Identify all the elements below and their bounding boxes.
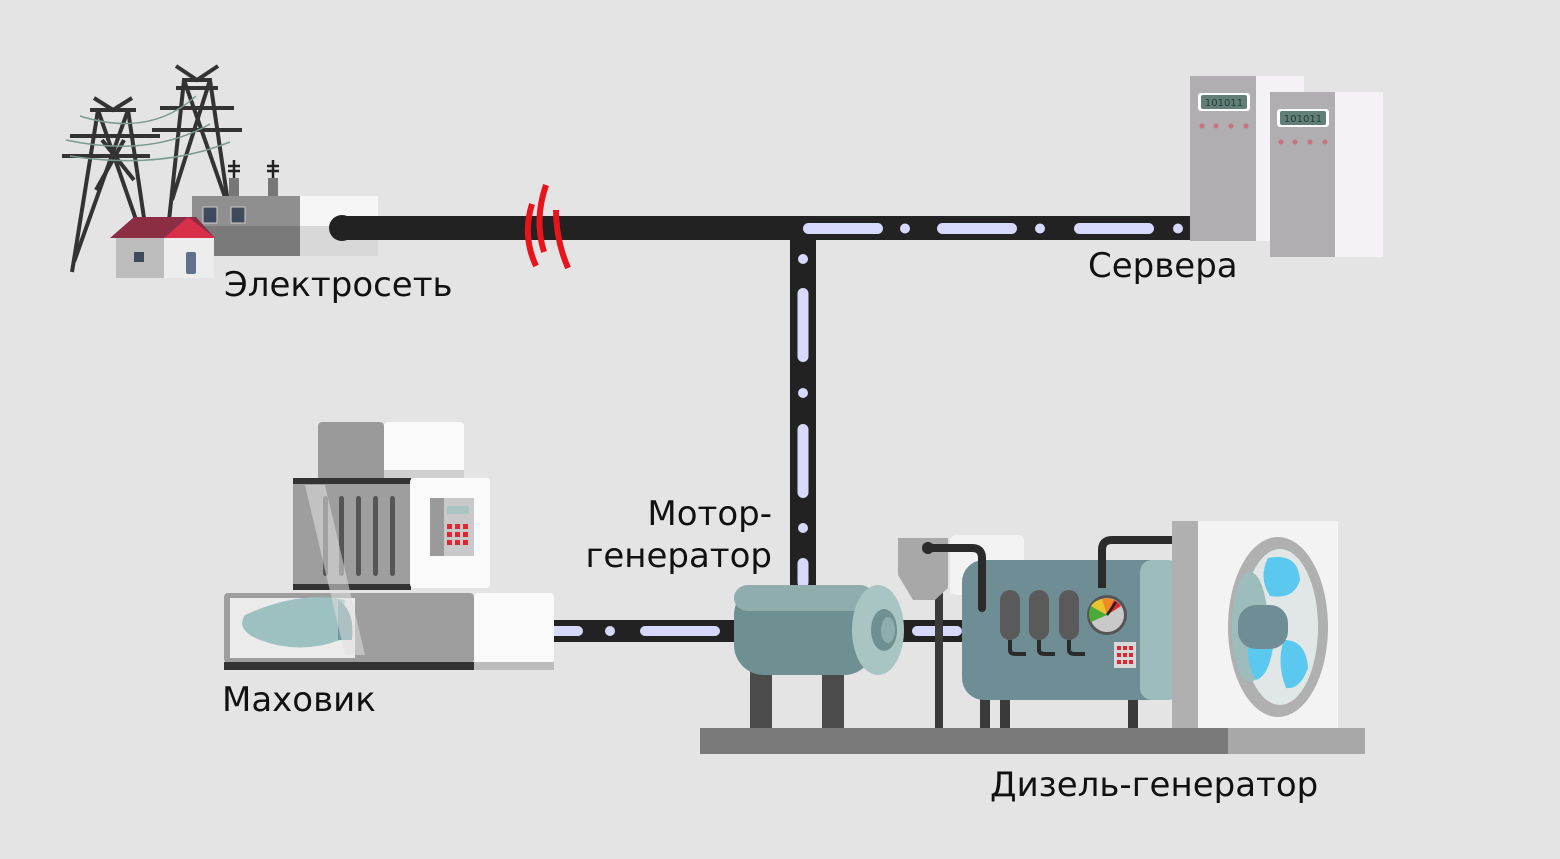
- flywheel-label: Маховик: [222, 680, 376, 720]
- power-lines: [65, 95, 231, 162]
- servers-icon: 101011 101011: [1190, 76, 1383, 257]
- server-display-text-1: 101011: [1205, 98, 1243, 109]
- pressure-gauge-icon: [1087, 595, 1127, 635]
- diesel-generator-icon: [700, 521, 1365, 754]
- radiator-fan-icon: [1172, 521, 1338, 728]
- substation-building: [192, 160, 378, 256]
- server-display-text-2: 101011: [1284, 114, 1322, 125]
- transmission-tower-left: [62, 96, 160, 273]
- flywheel-icon: [224, 422, 554, 670]
- power-flow-vertical: [797, 254, 809, 588]
- diesel-generator-label: Дизель-генератор: [990, 765, 1319, 805]
- house-icon: [110, 217, 215, 278]
- power-flow-to-servers: [803, 223, 1183, 234]
- fault-indicator: [524, 184, 571, 270]
- motor-generator-icon: [734, 585, 904, 728]
- motor-generator-label-line1: Мотор-: [647, 494, 772, 534]
- grid-label: Электросеть: [224, 265, 453, 305]
- motor-generator-label-line2: генератор: [585, 536, 772, 576]
- power-grid-icon: [62, 64, 378, 278]
- servers-label: Сервера: [1088, 246, 1238, 286]
